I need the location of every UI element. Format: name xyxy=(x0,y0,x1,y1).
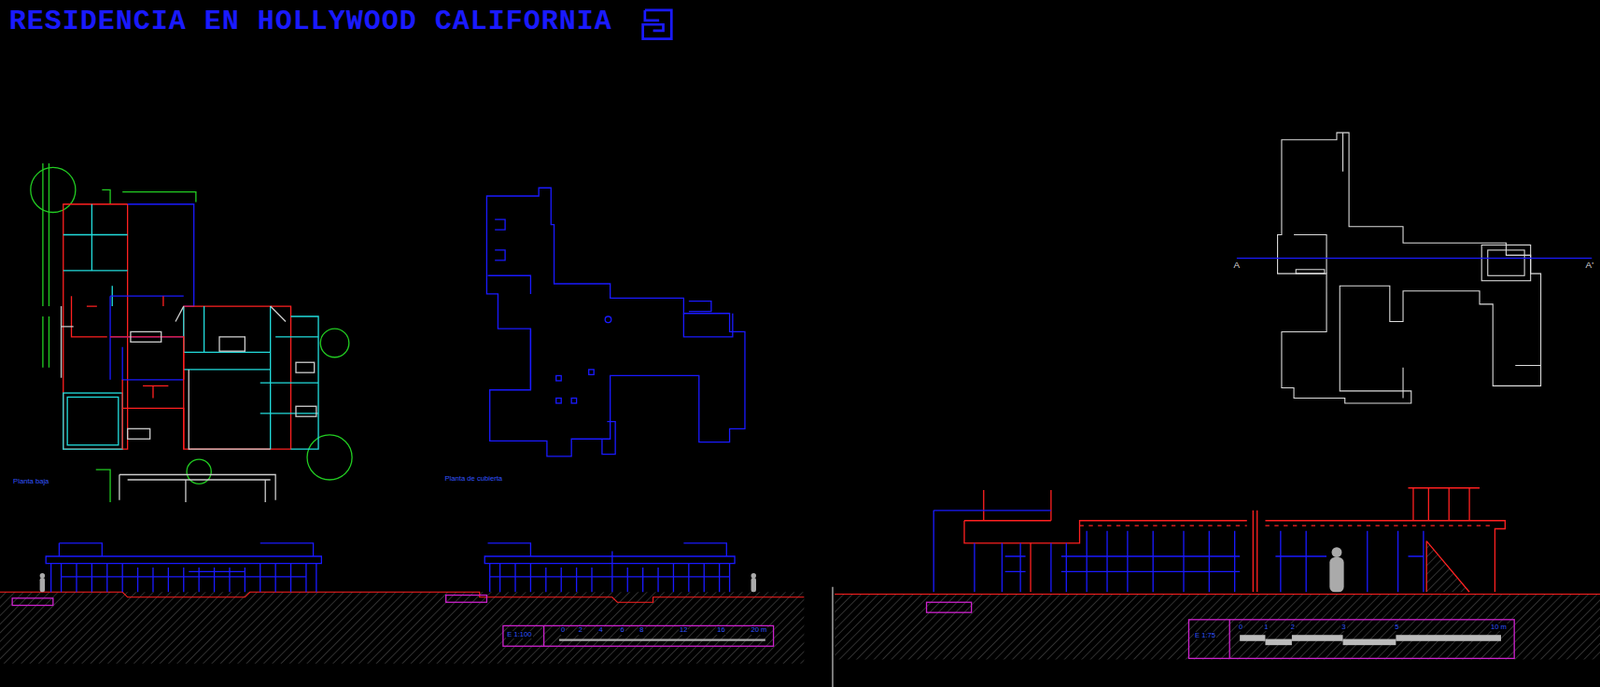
scale-number: 0 xyxy=(560,626,566,634)
elevations xyxy=(45,543,735,592)
scale-number: 0 xyxy=(1237,623,1244,632)
human-figure xyxy=(40,547,1345,592)
logo xyxy=(643,10,673,40)
scale-bar xyxy=(559,639,766,642)
scale-number: 2 xyxy=(577,626,584,634)
scale-bar xyxy=(1239,634,1502,646)
ground-line xyxy=(0,591,804,603)
scale-number: 5 xyxy=(1393,623,1400,632)
section-mark: A' xyxy=(1585,260,1595,271)
scale-number: 4 xyxy=(598,626,604,634)
sheet-divider xyxy=(831,587,833,687)
drawing-title: RESIDENCIA EN HOLLYWOOD CALIFORNIA xyxy=(8,6,614,38)
scale-number: 2 xyxy=(1290,623,1296,632)
roof-plan xyxy=(486,187,745,457)
scale-number: 6 xyxy=(619,626,626,634)
section-line xyxy=(1236,257,1592,259)
section-mark: A xyxy=(1232,260,1241,271)
scale-number: 12 xyxy=(678,626,689,634)
scale-label: E 1:100 xyxy=(505,631,533,639)
scale-number: 1 xyxy=(1263,623,1269,632)
plan-label: Planta baja xyxy=(12,477,50,486)
scale-number: 16 xyxy=(715,626,727,634)
key-plan xyxy=(1277,132,1542,404)
scale-box xyxy=(12,595,1515,660)
scale-number: 8 xyxy=(638,626,645,634)
plan-label: Planta de cubierta xyxy=(444,475,505,483)
scale-number: 10 m xyxy=(1489,623,1508,632)
ground-floor-plan xyxy=(30,163,352,503)
ground xyxy=(834,593,1600,660)
ground-line xyxy=(834,593,1600,595)
scale-number: 20 m xyxy=(749,626,768,634)
section xyxy=(933,488,1505,593)
scale-number: 3 xyxy=(1340,623,1347,632)
scale-label: E 1:75 xyxy=(1193,631,1217,640)
ground xyxy=(0,591,804,664)
